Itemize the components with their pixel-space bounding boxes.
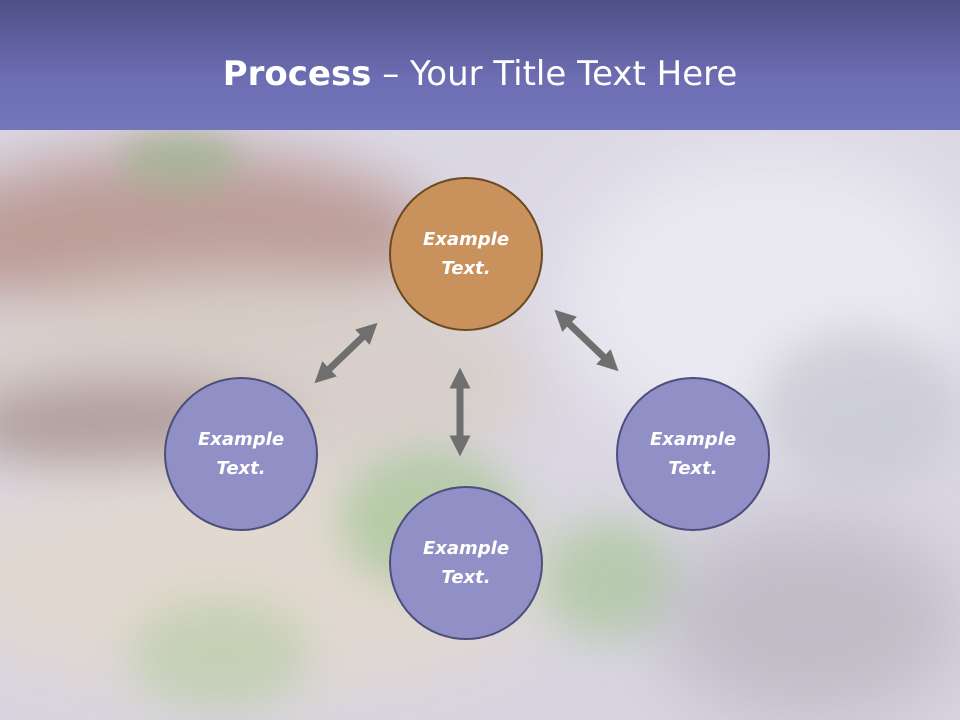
node-bottom: Example Text. (389, 486, 543, 640)
node-top-label: Example Text. (422, 229, 510, 279)
node-bottom-label: Example Text. (422, 538, 510, 588)
arrow-top-right (554, 309, 619, 372)
title-rest: – Your Title Text Here (371, 54, 738, 94)
node-left: Example Text. (164, 377, 318, 531)
node-left-label: Example Text. (197, 429, 285, 479)
node-right: Example Text. (616, 377, 770, 531)
node-top: Example Text. (389, 177, 543, 331)
slide-title: Process – Your Title Text Here (0, 52, 960, 96)
title-bold: Process (222, 54, 372, 94)
arrow-top-left (314, 322, 378, 384)
node-right-label: Example Text. (649, 429, 737, 479)
title-bar (0, 0, 960, 130)
